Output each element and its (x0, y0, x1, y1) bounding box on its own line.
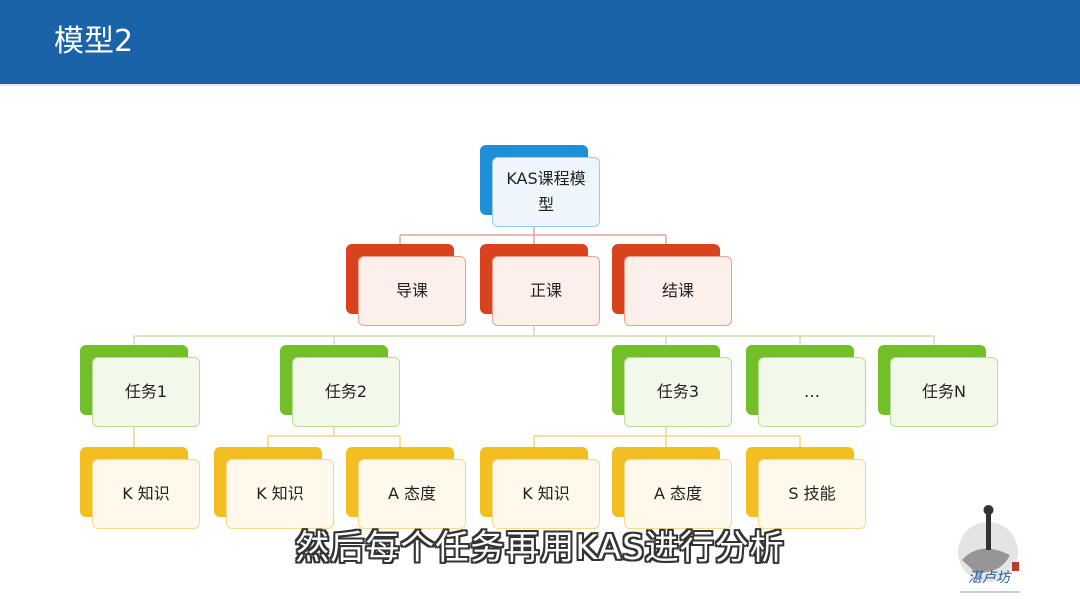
leaf-label: A 态度 (624, 459, 732, 529)
logo-text: 湛卢坊 (968, 570, 1012, 586)
task-label-1: 任务1 (92, 357, 200, 427)
leaf-label: A 态度 (358, 459, 466, 529)
phase-label-close: 结课 (624, 256, 732, 326)
title-bar (0, 0, 1080, 84)
root-label-line2: 型 (537, 195, 554, 214)
leaf-label: K 知识 (226, 459, 334, 529)
task-label-n: 任务N (890, 357, 998, 427)
leaf-label: K 知识 (492, 459, 600, 529)
phase-label-main: 正课 (492, 256, 600, 326)
phase-label-intro: 导课 (358, 256, 466, 326)
task-label-2: 任务2 (292, 357, 400, 427)
task-label-3: 任务3 (624, 357, 732, 427)
ink-brush-logo-icon: 湛卢坊 (958, 505, 1020, 593)
leaf-label: K 知识 (92, 459, 200, 529)
task-label-ellipsis: … (758, 357, 866, 427)
leaf-label: S 技能 (758, 459, 866, 529)
root-label-line1: KAS课程模 (506, 169, 586, 188)
video-subtitle: 然后每个任务再用KAS进行分析 (295, 528, 785, 568)
slide-title: 模型2 (54, 24, 134, 59)
root-node-front: KAS课程模 型 (492, 157, 600, 227)
header-divider (0, 84, 1080, 86)
